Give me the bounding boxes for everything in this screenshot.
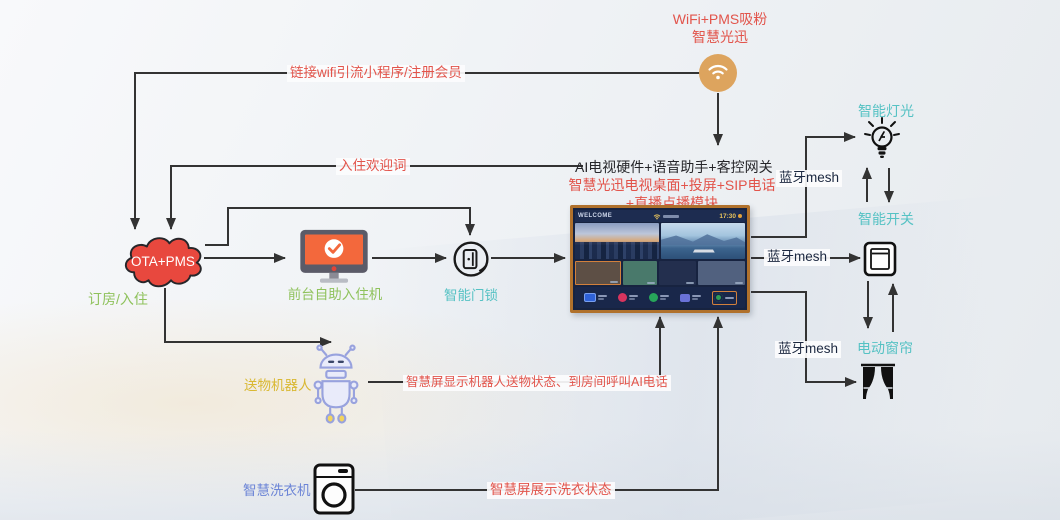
tv-hero-images (575, 223, 745, 259)
tv-app-dock (575, 287, 745, 308)
curtain-icon (859, 363, 897, 406)
edge-label-mesh-mid: 蓝牙mesh (764, 249, 831, 266)
tv-tile-4 (698, 261, 745, 285)
light-label: 智能灯光 (858, 103, 914, 119)
smart-tv-screen: WELCOME 17:30 (570, 205, 750, 313)
wall-switch (863, 241, 897, 282)
washer-label: 智慧洗衣机 (243, 483, 311, 498)
tv-clock: 17:30 (719, 212, 736, 220)
tv-tile-2 (623, 261, 657, 285)
light-bulb (858, 117, 906, 168)
wifi-icon (706, 60, 730, 87)
tv-image-city (575, 223, 659, 259)
tv-statusbar-wifi-icon (653, 213, 679, 220)
edge-label-wifi-link: 链接wifi引流小程序/注册会员 (287, 65, 465, 82)
ota-pms-cloud: OTA+PMS (118, 230, 208, 292)
tv-app-call-icon (648, 293, 669, 302)
edge-label-mesh-bottom: 蓝牙mesh (775, 341, 842, 358)
tv-app-settings-gear-icon (711, 290, 737, 305)
edge-label-robot-status: 智慧屏显示机器人送物状态、到房间呼叫AI电话 (403, 375, 671, 391)
checkin-kiosk (298, 228, 370, 291)
washing-machine (313, 463, 355, 520)
tv-tile-1 (575, 261, 621, 285)
tv-image-sea (661, 223, 745, 259)
delivery-robot (305, 344, 367, 433)
robot-label: 送物机器人 (244, 378, 312, 393)
tv-thumbnail-row (575, 261, 745, 285)
kiosk-label: 前台自助入住机 (287, 287, 383, 302)
tv-statusbar: WELCOME 17:30 (575, 210, 745, 222)
tv-app-cast-icon (679, 293, 701, 302)
edge-label-welcome: 入住欢迎词 (336, 158, 410, 175)
door-lock (451, 240, 491, 285)
booking-caption: 订房/入住 (88, 291, 148, 307)
wifi-title-line2: 智慧光迅 (692, 28, 748, 45)
wifi-title-line1: WiFi+PMS吸粉 (672, 11, 768, 27)
door-lock-icon (451, 241, 491, 284)
tv-app-vod-icon (617, 293, 638, 302)
edge-label-mesh-top: 蓝牙mesh (776, 170, 843, 187)
curtain (859, 362, 897, 407)
wifi-node-title: WiFi+PMS吸粉 智慧光迅 (655, 11, 785, 46)
edge-label-washer-status: 智慧屏展示洗衣状态 (487, 482, 615, 499)
delivery-robot-icon (305, 344, 367, 432)
wall-switch-icon (863, 241, 897, 281)
curtain-label: 电动窗帘 (857, 340, 913, 356)
tv-tile-3 (659, 261, 696, 285)
light-bulb-icon (858, 117, 906, 167)
tv-line-black: AI电视硬件+语音助手+客控网关 (575, 159, 773, 175)
washing-machine-icon (313, 463, 355, 519)
checkin-kiosk-icon (298, 229, 370, 290)
switch-label: 智能开关 (858, 211, 914, 227)
tv-app-tv-icon (583, 293, 607, 302)
tv-statusbar-left: WELCOME (578, 213, 613, 219)
cloud-label: OTA+PMS (131, 254, 195, 269)
wifi-circle (699, 54, 737, 92)
cloud-icon (118, 237, 208, 296)
doorlock-label: 智能门锁 (444, 288, 498, 303)
